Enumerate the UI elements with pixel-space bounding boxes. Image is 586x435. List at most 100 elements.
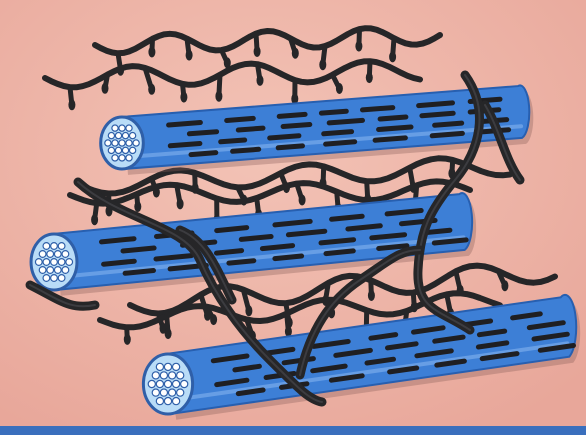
fibril-hole	[112, 155, 118, 161]
strand-branch-tip	[102, 83, 109, 94]
rod-dash	[104, 261, 135, 264]
fibril-hole	[119, 125, 125, 131]
strand-branch-tip	[319, 59, 326, 70]
strand-branch-tip	[257, 75, 264, 86]
fibril-hole	[54, 251, 61, 258]
strand-branch-tip	[389, 51, 396, 62]
fibril-hole	[115, 132, 121, 138]
fibril-hole	[152, 372, 159, 379]
fibril-hole	[122, 132, 128, 138]
fibril-hole	[173, 363, 180, 370]
rod-dash	[191, 153, 216, 155]
rod-dash	[434, 240, 466, 243]
rod-dash	[278, 146, 302, 148]
fibril-hole	[39, 267, 46, 274]
rod-dash	[235, 366, 260, 370]
rod-dash	[435, 123, 462, 125]
rod-dash	[102, 239, 135, 242]
fibril-hole	[160, 389, 167, 396]
fibril-hole	[126, 155, 132, 161]
fibril-hole	[62, 251, 69, 258]
strand-branch-tip	[165, 328, 172, 339]
fibril-hole	[148, 380, 155, 387]
strand-branch-tip	[148, 47, 155, 58]
strand-branch-tip	[368, 290, 375, 301]
rod-dash	[189, 132, 216, 134]
fibril-hole	[66, 259, 73, 266]
rod-dash	[270, 136, 299, 138]
fibril-hole	[47, 267, 54, 274]
fibril-hole	[54, 267, 61, 274]
fibril-hole	[156, 380, 163, 387]
rod-dash	[170, 144, 200, 146]
fibril-hole	[164, 380, 171, 387]
rod-dash	[332, 216, 363, 219]
fibril-hole	[58, 243, 65, 250]
rod-dash	[221, 140, 245, 142]
fibril-hole	[156, 363, 163, 370]
rod-dash	[432, 133, 462, 135]
fibril-hole	[160, 372, 167, 379]
rod-dash	[169, 123, 201, 126]
fibril-hole	[133, 140, 139, 146]
fibril-hole	[112, 140, 118, 146]
fibril-hole	[47, 251, 54, 258]
fibril-hole	[58, 259, 65, 266]
strand-branch-tip	[186, 50, 193, 61]
rod-dash	[379, 246, 407, 249]
fibril-hole	[173, 398, 180, 405]
fibril-hole	[62, 267, 69, 274]
strand-branch-tip	[180, 92, 187, 103]
rod-dash	[321, 111, 346, 113]
strand-branch-tip	[68, 99, 75, 110]
rod-dash	[238, 128, 263, 130]
rod-dash	[283, 125, 310, 127]
strand-branch-tip	[336, 83, 343, 94]
strand-branch-tip	[254, 46, 261, 57]
fibril-hole	[51, 259, 58, 266]
rod-dash	[125, 271, 153, 274]
rod-dash	[326, 251, 353, 254]
strand-branch-tip	[210, 314, 217, 325]
fibril-hole	[169, 389, 176, 396]
fibril-hole	[126, 125, 132, 131]
rod-dash	[279, 114, 305, 116]
fibril-hole	[129, 147, 135, 153]
rod-dash	[380, 117, 406, 119]
rod-dash	[371, 335, 396, 339]
fibril-hole	[164, 363, 171, 370]
fibril-hole	[43, 275, 50, 282]
rod-dash	[238, 390, 263, 394]
rod-dash	[372, 235, 405, 238]
fibril-hole	[122, 147, 128, 153]
rod-dash	[275, 256, 302, 259]
rod-dash	[479, 331, 504, 335]
rod-dash	[233, 149, 259, 151]
fibril-hole	[58, 275, 65, 282]
rod-dash	[229, 261, 254, 263]
fibril-hole	[115, 147, 121, 153]
strand-branch-tip	[245, 305, 252, 316]
rod-dash	[363, 108, 393, 110]
rod-dash	[324, 132, 352, 134]
fibril-hole	[126, 140, 132, 146]
fibril-hole	[43, 259, 50, 266]
rod-dash	[123, 248, 154, 251]
fibril-hole	[108, 147, 114, 153]
fibril-hole	[119, 140, 125, 146]
strand-branch-tip	[501, 280, 508, 291]
rod-dash	[217, 228, 247, 231]
fibril-hole	[105, 140, 111, 146]
strand-branch-tip	[355, 41, 362, 52]
fibril-hole	[177, 372, 184, 379]
rod-dash	[379, 127, 411, 130]
fibril-hole	[112, 125, 118, 131]
strand-branch-tip	[124, 334, 131, 345]
rod-dash	[275, 221, 310, 225]
strand-branch-tip	[299, 195, 306, 206]
strand-branch-tip	[366, 72, 373, 83]
rod-dash	[217, 251, 242, 254]
fibril-hole	[129, 132, 135, 138]
rod-dash	[241, 237, 271, 240]
